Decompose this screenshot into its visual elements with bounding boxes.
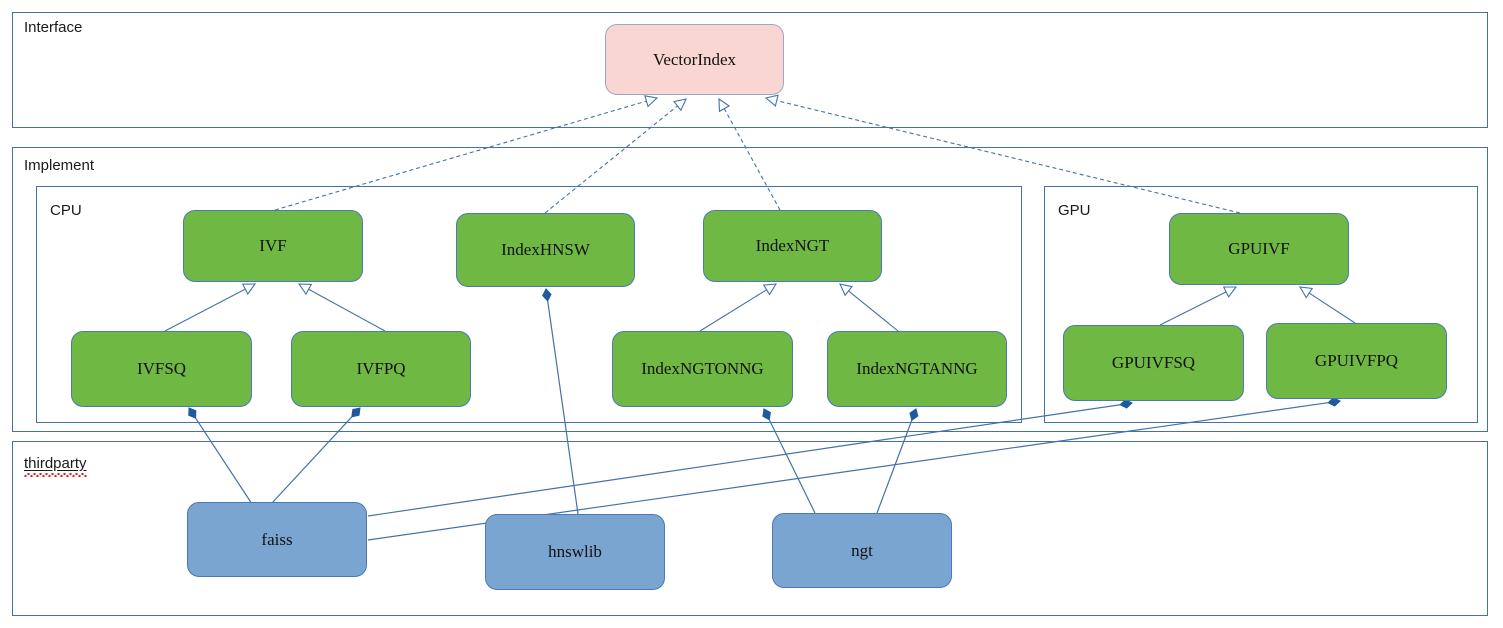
node-indexngtanng[interactable]: IndexNGTANNG [827, 331, 1007, 407]
node-ngt[interactable]: ngt [772, 513, 952, 588]
node-gpuivf[interactable]: GPUIVF [1169, 213, 1349, 285]
node-faiss[interactable]: faiss [187, 502, 367, 577]
group-label-thirdparty: thirdparty [24, 455, 87, 477]
node-ivf[interactable]: IVF [183, 210, 363, 282]
node-vectorindex[interactable]: VectorIndex [605, 24, 784, 95]
node-gpuivfpq[interactable]: GPUIVFPQ [1266, 323, 1447, 399]
group-label-implement: Implement [24, 157, 95, 174]
group-label-interface: Interface [24, 19, 83, 36]
node-indexngt[interactable]: IndexNGT [703, 210, 882, 282]
node-ivfsq[interactable]: IVFSQ [71, 331, 252, 407]
node-indexhnsw[interactable]: IndexHNSW [456, 213, 635, 287]
node-indexngtonng[interactable]: IndexNGTONNG [612, 331, 793, 407]
group-label-cpu: CPU [50, 202, 82, 219]
group-label-gpu: GPU [1058, 202, 1091, 219]
node-ivfpq[interactable]: IVFPQ [291, 331, 471, 407]
node-gpuivfsq[interactable]: GPUIVFSQ [1063, 325, 1244, 401]
node-hnswlib[interactable]: hnswlib [485, 514, 665, 590]
